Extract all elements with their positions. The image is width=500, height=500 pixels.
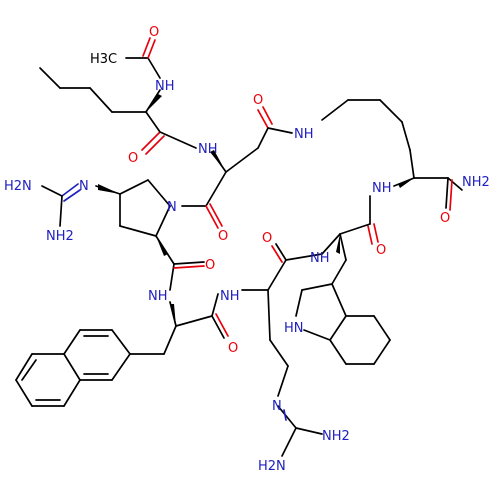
atom-labels: O H3C NH O NH O NH N H2N NH2 N O O NH NH… — [4, 25, 490, 474]
guanidine-1-imine-label: N — [79, 179, 89, 194]
nal-nh-label: NH — [148, 289, 168, 304]
gln-nh-label: NH — [198, 142, 218, 157]
guanidine-2-amine-a-label: NH2 — [322, 429, 350, 444]
lys-amide-nh2-label: NH2 — [462, 175, 490, 190]
guanidine-2-imine-label: N — [272, 399, 282, 414]
wedge-nal — [170, 304, 176, 326]
wedge-lys — [398, 178, 414, 188]
trp-carbonyl-oxygen-label: O — [376, 243, 386, 258]
proline-nitrogen-label: N — [167, 200, 177, 215]
arg-nh-label: NH — [220, 289, 240, 304]
proline-carbonyl-oxygen-label: O — [205, 258, 215, 273]
stereo-wedges — [98, 94, 414, 326]
skeleton-bonds — [15, 37, 463, 457]
lys-nh-label: NH — [372, 181, 392, 196]
acetyl-oxygen-label: O — [149, 25, 159, 40]
guanidine-1-amine-b-label: NH2 — [46, 229, 74, 244]
guanidine-1-amine-a-label: H2N — [4, 179, 32, 194]
lys-side-nh-label: NH — [294, 127, 314, 142]
wedge-trp — [336, 234, 340, 254]
arg-carbonyl-oxygen-label: O — [262, 231, 272, 246]
wedge-nle — [146, 94, 162, 112]
wedge-pro — [156, 236, 168, 256]
guanidine-2-amine-b-label: H2N — [258, 459, 286, 474]
gln-carbonyl-oxygen-label: O — [218, 229, 228, 244]
nle-carbonyl-oxygen-label: O — [128, 151, 138, 166]
gln-side-oxygen-label: O — [253, 93, 263, 108]
nal-carbonyl-oxygen-label: O — [228, 341, 238, 356]
wedge-hyp — [98, 184, 120, 194]
trp-nh-label: NH — [310, 251, 330, 266]
acetyl-methyl-label: H3C — [90, 52, 117, 67]
acetyl-nh-label: NH — [155, 79, 175, 94]
indole-nh-label: HN — [284, 321, 304, 336]
lys-carbonyl-oxygen-label: O — [440, 211, 450, 226]
wedge-gln — [210, 150, 226, 172]
